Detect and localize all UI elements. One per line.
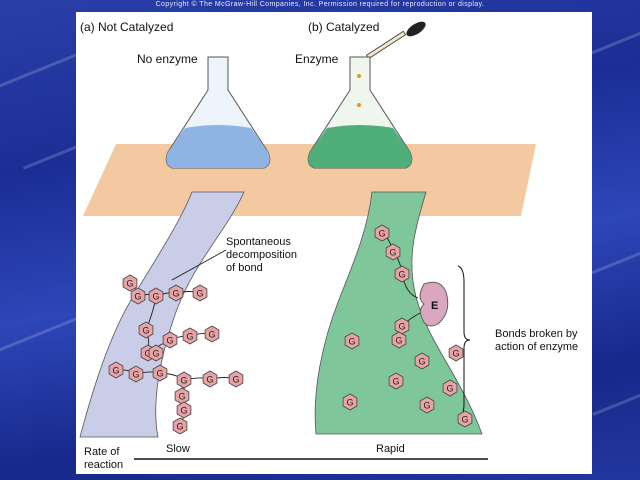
glucose-symbol: G (378, 229, 385, 239)
glucose-symbol: G (389, 248, 396, 258)
glucose-symbol: G (152, 292, 159, 302)
glucose-molecule: G (192, 284, 208, 302)
glucose-molecule: G (128, 365, 144, 383)
glucose-molecule: G (419, 396, 435, 414)
glucose-molecule: G (152, 364, 168, 382)
glucose-molecule: G (442, 379, 458, 397)
flask-enzyme (307, 56, 413, 169)
glucose-symbol: G (180, 376, 187, 386)
glucose-symbol: G (446, 384, 453, 394)
glucose-symbol: G (196, 289, 203, 299)
figure-panel: (a) Not Catalyzed (b) Catalyzed No enzym… (76, 12, 592, 474)
glucose-symbol: G (461, 415, 468, 425)
glucose-molecule: G (448, 344, 464, 362)
rate-label-line1: Rate of (84, 446, 120, 458)
uncatalyzed-funnel (79, 191, 245, 438)
glucose-molecule: G (148, 287, 164, 305)
glucose-symbol: G (398, 270, 405, 280)
glucose-symbol: G (418, 357, 425, 367)
rate-label-line2: reaction (84, 459, 123, 471)
glucose-molecule: G (394, 317, 410, 335)
glucose-molecule: G (172, 417, 188, 435)
glucose-molecule: G (122, 274, 138, 292)
of-bond-label: of bond (226, 262, 263, 274)
glucose-symbol: G (156, 369, 163, 379)
glucose-molecule: G (388, 372, 404, 390)
glucose-molecule: G (130, 287, 146, 305)
glucose-molecule: G (108, 361, 124, 379)
panel-a-title: (a) Not Catalyzed (80, 20, 173, 34)
glucose-symbol: G (395, 336, 402, 346)
catalyzed-funnel (314, 191, 483, 435)
decomposition-label: decomposition (226, 249, 297, 261)
panel-b-title: (b) Catalyzed (308, 20, 379, 34)
glucose-symbol: G (172, 289, 179, 299)
bracket (457, 265, 471, 419)
glucose-molecule: G (394, 265, 410, 283)
glucose-molecule: G (385, 243, 401, 261)
enzyme-action-label: action of enzyme (495, 341, 578, 353)
copyright-notice: Copyright © The McGraw-Hill Companies, I… (155, 1, 485, 8)
glucose-symbol: G (142, 326, 149, 336)
glucose-molecule: G (204, 325, 220, 343)
glucose-symbol: G (176, 422, 183, 432)
glucose-symbol: G (134, 292, 141, 302)
glucose-symbol: G (348, 337, 355, 347)
glucose-symbol: G (152, 349, 159, 359)
slow-label: Slow (166, 443, 190, 455)
glucose-molecule: G (457, 410, 473, 428)
glucose-symbol: G (112, 366, 119, 376)
glucose-symbol: G (398, 322, 405, 332)
glucose-symbol: G (126, 279, 133, 289)
glucose-symbol: G (423, 401, 430, 411)
flask-no-enzyme (165, 56, 271, 169)
glucose-molecule: G (168, 284, 184, 302)
glucose-molecule: G (162, 331, 178, 349)
glucose-molecule: G (228, 370, 244, 388)
glucose-symbol: G (144, 349, 151, 359)
glucose-symbol: G (346, 398, 353, 408)
glucose-symbol: G (206, 375, 213, 385)
glucose-molecule: G (344, 332, 360, 350)
rapid-label: Rapid (376, 443, 405, 455)
no-enzyme-label: No enzyme (137, 52, 198, 66)
glucose-symbol: G (178, 392, 185, 402)
catalysis-diagram: (a) Not Catalyzed (b) Catalyzed No enzym… (79, 20, 578, 471)
glucose-molecule: G (176, 401, 192, 419)
glucose-symbol: G (392, 377, 399, 387)
glucose-molecule: G (182, 327, 198, 345)
enzyme-symbol: E (431, 300, 438, 312)
glucose-symbol: G (166, 336, 173, 346)
glucose-symbol: G (232, 375, 239, 385)
glucose-molecule: G (138, 321, 154, 339)
glucose-molecule: G (174, 387, 190, 405)
glucose-symbol: G (452, 349, 459, 359)
glucose-symbol: G (186, 332, 193, 342)
glucose-molecule: G (391, 331, 407, 349)
enzyme-e: E (419, 281, 449, 327)
glucose-molecule: G (176, 371, 192, 389)
glucose-molecule: G (148, 344, 164, 362)
glucose-molecule: G (374, 224, 390, 242)
enzyme-label: Enzyme (295, 52, 339, 66)
bonds-broken-label: Bonds broken by (495, 328, 578, 340)
glucose-symbol: G (208, 330, 215, 340)
glucose-symbol: G (180, 406, 187, 416)
annotation-leader (171, 249, 227, 281)
glucose-symbol: G (132, 370, 139, 380)
glucose-molecule: G (342, 393, 358, 411)
spontaneous-label: Spontaneous (226, 236, 291, 248)
glucose-molecule: G (202, 370, 218, 388)
glucose-molecule: G (414, 352, 430, 370)
